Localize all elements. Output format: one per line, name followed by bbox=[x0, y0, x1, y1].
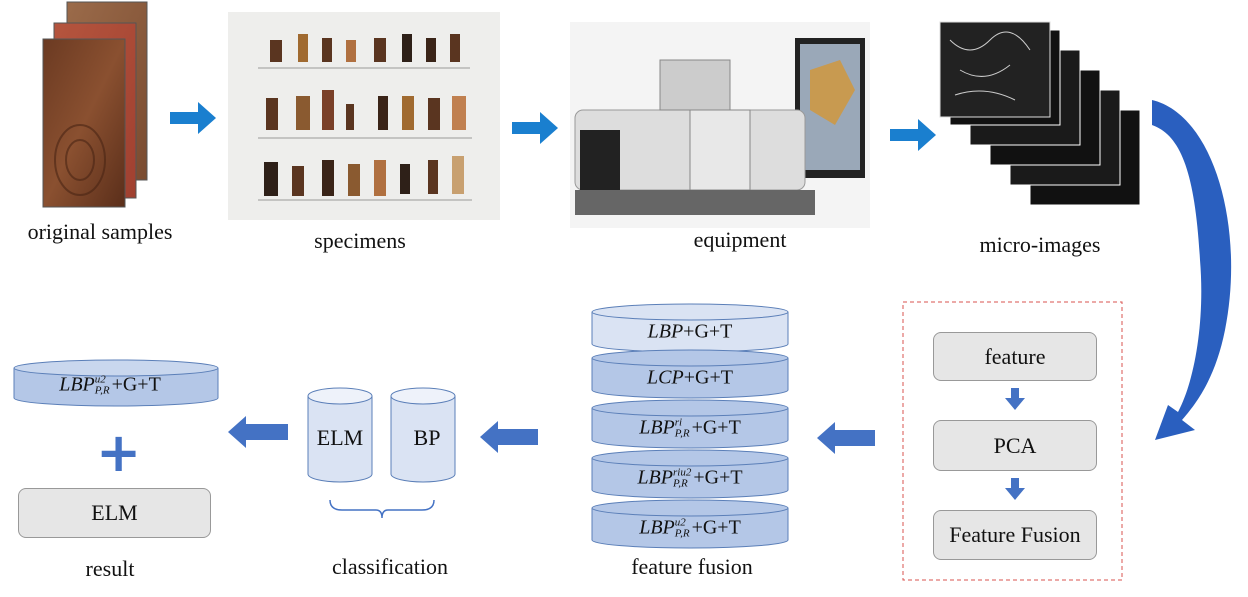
specimens-image bbox=[228, 12, 500, 220]
arrow-right-2 bbox=[512, 112, 558, 144]
fusion-cylinder bbox=[591, 399, 789, 449]
label-specimens: specimens bbox=[314, 228, 406, 253]
micro-images-stack bbox=[939, 21, 1141, 206]
result-cylinder bbox=[13, 359, 219, 407]
fusion-cylinder bbox=[591, 449, 789, 499]
arrow-right-3 bbox=[890, 119, 936, 151]
label-equipment: equipment bbox=[693, 227, 787, 252]
down-arrow-1 bbox=[1005, 388, 1025, 410]
label-classification: classification bbox=[331, 554, 449, 579]
plus-icon: + bbox=[96, 421, 142, 484]
down-arrow-2 bbox=[1005, 478, 1025, 500]
fusion-formula: LCP+G+T bbox=[647, 366, 733, 389]
label-micro-images: micro-images bbox=[979, 232, 1101, 257]
equipment-image bbox=[570, 22, 870, 228]
elm-cylinder bbox=[307, 387, 373, 483]
arrow-right-1 bbox=[170, 102, 216, 134]
pca-box: PCA bbox=[933, 420, 1097, 471]
elm-label: ELM bbox=[316, 425, 364, 450]
label-result: result bbox=[85, 556, 135, 581]
wood-samples-image bbox=[42, 1, 148, 208]
feature-box: feature bbox=[933, 332, 1097, 381]
bp-cylinder bbox=[390, 387, 456, 483]
brace bbox=[329, 499, 435, 519]
arrow-left-2 bbox=[480, 421, 538, 453]
label-original-samples: original samples bbox=[27, 219, 173, 244]
arrow-left-3 bbox=[228, 416, 288, 448]
bp-label: BP bbox=[413, 425, 441, 450]
feature-fusion-box: Feature Fusion bbox=[933, 510, 1097, 560]
fusion-cylinder bbox=[591, 303, 789, 353]
fusion-stack-cylinders bbox=[591, 303, 789, 549]
fusion-cylinder bbox=[591, 499, 789, 549]
arrow-left-1 bbox=[817, 422, 875, 454]
process-dashed-box bbox=[902, 301, 1123, 581]
curved-arrow bbox=[1152, 100, 1232, 440]
fusion-formula: LBP+G+T bbox=[647, 320, 733, 343]
result-elm-box: ELM bbox=[18, 488, 211, 538]
fusion-cylinder bbox=[591, 349, 789, 399]
label-feature-fusion: feature fusion bbox=[631, 554, 753, 579]
